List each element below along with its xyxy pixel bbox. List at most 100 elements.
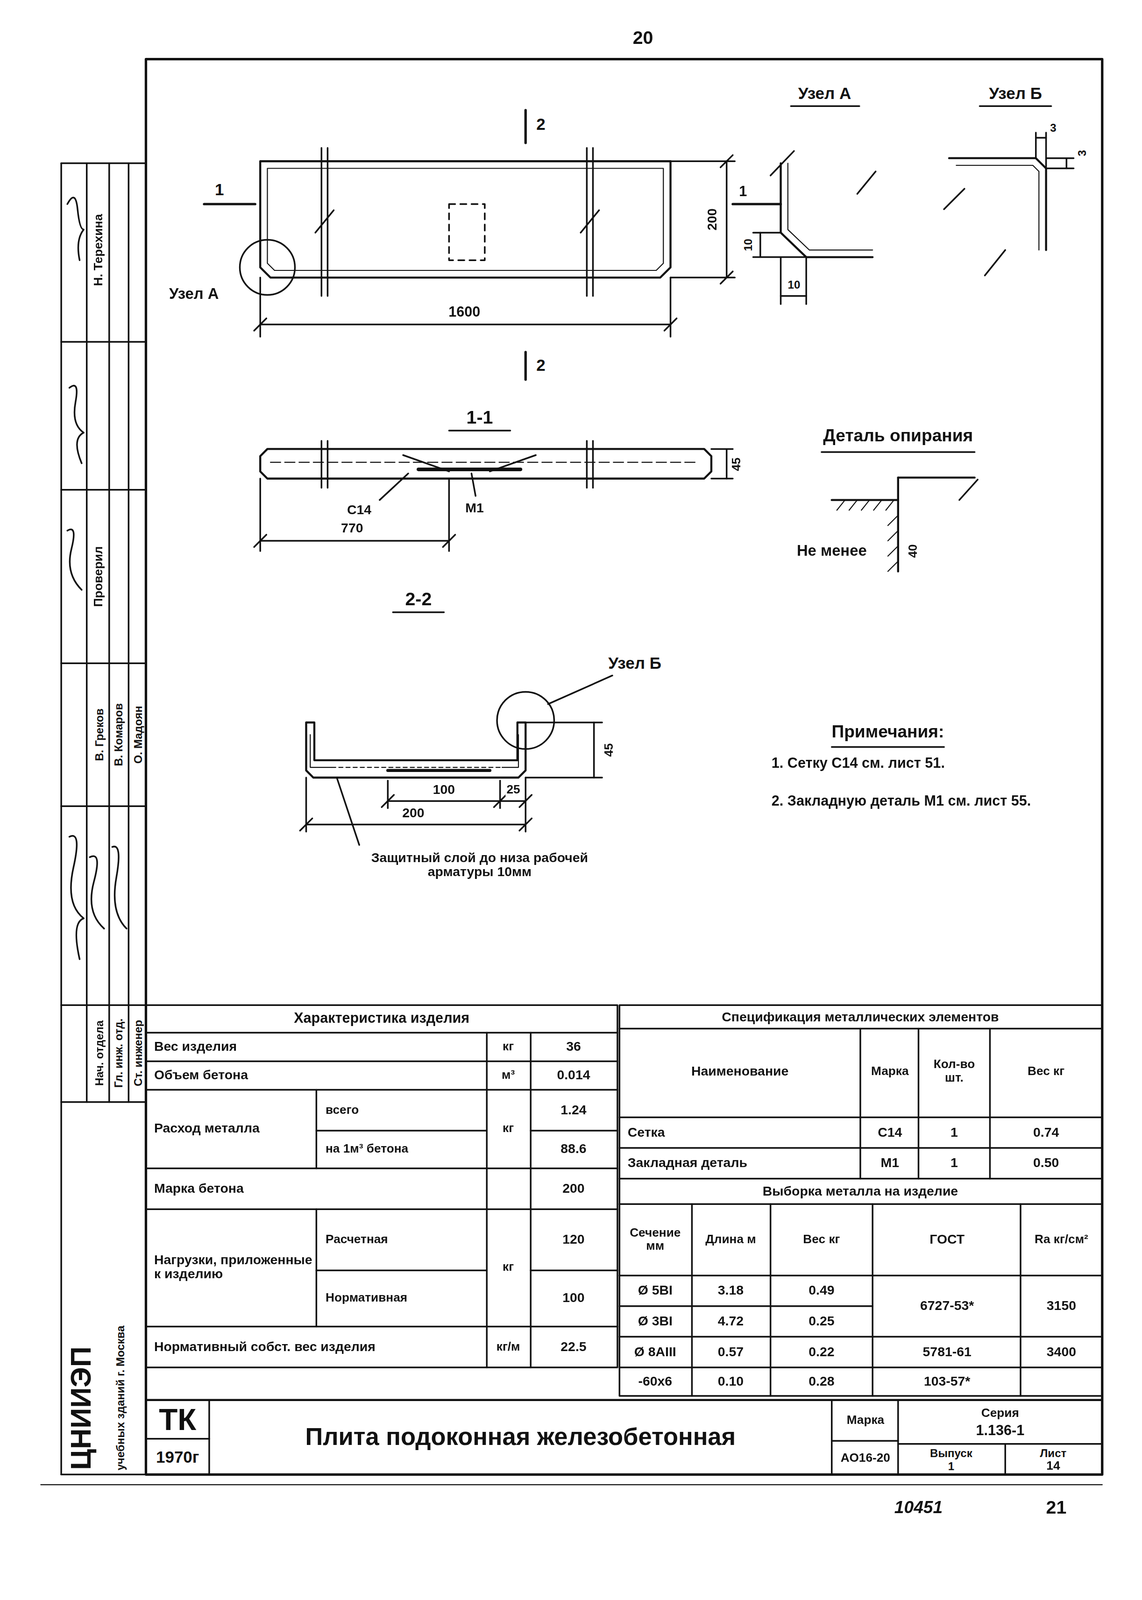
- drawing-label: 22.5: [559, 1340, 588, 1355]
- drawing-label: учебных зданий г. Москва: [114, 1324, 127, 1472]
- drawing-label: Ø 5ВI: [636, 1283, 674, 1299]
- drawing-label: Ст. инженер: [131, 1019, 144, 1088]
- drawing-label: 6727-53*: [919, 1298, 976, 1314]
- drawing-label: 0.57: [716, 1344, 745, 1360]
- drawing-label: 3150: [1045, 1298, 1078, 1314]
- drawing-label: 25: [505, 783, 522, 797]
- drawing-label: 1: [737, 184, 748, 200]
- drawing-label: Характеристика изделия: [292, 1010, 471, 1027]
- drawing-label: Гл. инж. отд.: [112, 1017, 125, 1090]
- drawing-label: 5781-61: [921, 1344, 973, 1360]
- drawing-label: Марка: [870, 1064, 910, 1079]
- drawing-label: всего: [324, 1103, 361, 1118]
- drawing-label: Марка бетона: [153, 1181, 245, 1197]
- drawing-label: О. Мадоян: [131, 704, 144, 765]
- drawing-label: Ra кг/см²: [1024, 1233, 1099, 1247]
- drawing-label: Ø 3ВI: [636, 1314, 674, 1329]
- drawing-label: 10: [741, 237, 754, 253]
- drawing-label: Ø 8АIII: [633, 1344, 678, 1360]
- drawing-label: Защитный слой до низа рабочей арматуры 1…: [340, 851, 619, 880]
- drawing-label: 3: [1049, 121, 1058, 134]
- drawing-label: В. Комаров: [112, 702, 125, 768]
- drawing-label: Кол-во шт.: [922, 1057, 986, 1086]
- drawing-label: 45: [730, 456, 744, 473]
- drawing-label: кг: [501, 1260, 515, 1275]
- drawing-label: 20: [631, 28, 654, 49]
- drawing-label: Наименование: [690, 1064, 790, 1079]
- drawing-label: -60х6: [637, 1374, 674, 1390]
- drawing-label: 1970г: [155, 1448, 201, 1467]
- drawing-label: М1: [464, 501, 485, 516]
- sheet-title: Плита подоконная железобетонная: [304, 1423, 737, 1451]
- drawing-label: Вес кг: [1019, 1064, 1073, 1079]
- drawing-label: 1.24: [559, 1103, 588, 1118]
- drawing-label: Длина м: [696, 1233, 765, 1247]
- drawing-label: ТК: [157, 1402, 198, 1437]
- drawing-label: Нагрузки, приложенные к изделию: [153, 1253, 314, 1283]
- drawing-label: 0.014: [555, 1068, 591, 1083]
- drawing-label: 14: [1045, 1459, 1062, 1474]
- drawing-label: 0.50: [1032, 1156, 1061, 1171]
- node-a-detail: [732, 106, 876, 305]
- drawing-label: 1-1: [465, 408, 494, 429]
- drawing-label: 200: [401, 806, 426, 821]
- drawing-label: 100: [432, 782, 457, 798]
- drawing-label: 0.10: [716, 1374, 745, 1390]
- drawing-label: 21: [1044, 1498, 1068, 1519]
- drawing-label: 2-2: [404, 589, 433, 611]
- drawing-label: 0.74: [1032, 1125, 1061, 1141]
- drawing-label: м³: [500, 1069, 517, 1083]
- drawing-label: 2: [535, 356, 547, 375]
- drawing-label: кг: [501, 1040, 515, 1054]
- drawing-label: 2. Закладную деталь М1 см. лист 55.: [770, 793, 1034, 809]
- drawing-label: Выборка металла на изделие: [761, 1184, 960, 1199]
- drawing-label: 0.25: [807, 1314, 836, 1329]
- drawing-label: 200: [705, 207, 720, 232]
- drawing-label: ЦНИИЭП: [65, 1345, 98, 1472]
- drawing-label: 36: [565, 1039, 582, 1055]
- drawing-label: Нормативный собст. вес изделия: [153, 1340, 377, 1355]
- drawing-label: Серия: [980, 1406, 1021, 1421]
- drawing-label: Лист: [1038, 1447, 1068, 1460]
- drawing-label: Примечания:: [830, 723, 945, 743]
- drawing-label: Нормативная: [324, 1291, 409, 1306]
- drawing-label: М1: [879, 1156, 901, 1171]
- drawing-label: Сетка: [626, 1125, 667, 1141]
- drawing-label: Н. Терехина: [92, 212, 107, 288]
- drawing-label: 100: [561, 1290, 586, 1306]
- drawing-label: 0.22: [807, 1344, 836, 1360]
- drawing-label: С14: [876, 1125, 904, 1141]
- drawing-label: 770: [340, 521, 365, 536]
- drawing-label: 40: [906, 543, 921, 560]
- drawing-label: 1: [949, 1125, 959, 1141]
- drawing-label: В. Греков: [92, 707, 106, 763]
- drawing-label: Расчетная: [324, 1233, 390, 1247]
- drawing-label: Узел А: [168, 285, 220, 303]
- drawing-label: 120: [561, 1232, 586, 1248]
- drawing-label: Марка: [845, 1413, 886, 1428]
- drawing-label: АО16-20: [839, 1451, 892, 1466]
- drawing-label: ГОСТ: [928, 1232, 966, 1248]
- drawing-label: 3.18: [716, 1283, 745, 1299]
- node-b-detail: [943, 106, 1074, 276]
- drawing-label: Сечение мм: [621, 1226, 690, 1254]
- drawing-label: 88.6: [559, 1142, 588, 1157]
- tables: [40, 1005, 1102, 1485]
- drawing-label: Узел А: [797, 85, 853, 103]
- drawing-label: на 1м³ бетона: [324, 1142, 410, 1157]
- drawing-label: 2: [535, 115, 547, 134]
- sheet-frame: [61, 59, 1103, 1476]
- drawing-label: 103-57*: [922, 1374, 972, 1390]
- drawing-label: Узел Б: [987, 85, 1043, 103]
- drawing-label: 10: [786, 278, 802, 291]
- drawing-label: 1600: [447, 304, 482, 321]
- drawing-label: кг/м: [495, 1340, 522, 1355]
- drawing-label: Выпуск: [929, 1447, 974, 1460]
- drawing-label: 1.136-1: [974, 1423, 1026, 1440]
- drawing-label: 1: [213, 180, 226, 199]
- drawing-label: Деталь опирания: [822, 427, 974, 447]
- drawing-label: Расход металла: [153, 1121, 314, 1136]
- drawing-label: 0.28: [807, 1374, 836, 1390]
- drawing-label: Вес изделия: [153, 1039, 238, 1055]
